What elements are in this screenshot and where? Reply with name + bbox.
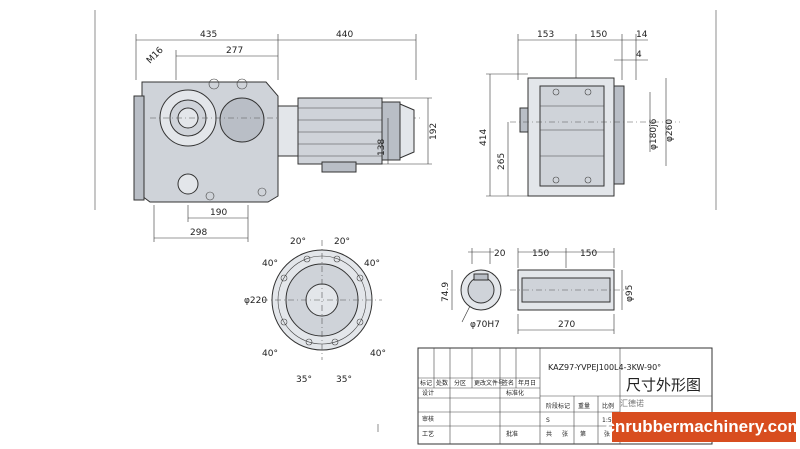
shaft-keyway	[473, 273, 489, 281]
tb-cell: 处数	[436, 379, 448, 387]
angle-label: 40°	[370, 349, 386, 359]
tb-cell: 标记	[420, 379, 432, 387]
tb-cell: 更改文件号	[474, 379, 504, 387]
dim-14: 14	[636, 30, 648, 40]
tb-cell: 阶段标记	[546, 402, 570, 410]
tb-cell: 共	[546, 430, 552, 438]
dim-phi180: φ180j6	[649, 118, 659, 150]
dim-phi70h7: φ70H7	[470, 320, 500, 330]
angle-label: 35°	[296, 375, 312, 385]
bolt-head	[584, 176, 592, 184]
mount-flange-left	[133, 95, 145, 201]
bolt-hole	[280, 318, 288, 326]
dim-4: 4	[636, 50, 642, 60]
thread-label: M16	[145, 45, 166, 66]
bolt-head	[236, 78, 248, 90]
dim-298: 298	[190, 228, 207, 238]
tb-cell: 重量	[578, 402, 590, 410]
bolt-hole	[333, 255, 341, 263]
dim-150-b: 150	[580, 249, 597, 259]
tb-cell: 张	[604, 430, 610, 438]
front-view: 435 440 277 M16 192 138	[133, 30, 439, 242]
flange-view: 20° 20° 40° 40° 40° 40° 35° 35° φ220	[244, 237, 386, 385]
tb-cell: 工艺	[422, 430, 434, 438]
bolt-head	[552, 176, 560, 184]
tb-cell: 批准	[506, 430, 518, 438]
dim-150-a: 150	[532, 249, 549, 259]
shaft-bore	[467, 276, 495, 304]
title-block: 标记 处数 分区 更改文件号 签名 年月日 设计 标准化 阶段标记 重量 比例 …	[417, 347, 713, 445]
tb-cell: 标准化	[506, 389, 524, 397]
bolt-hole	[280, 274, 288, 282]
dim-270: 270	[558, 320, 575, 330]
tb-cell: 1:5	[602, 417, 612, 424]
tb-cell: 张	[562, 430, 568, 438]
angle-label: 35°	[336, 375, 352, 385]
terminal-box	[321, 161, 357, 173]
bolt-head	[205, 191, 215, 201]
shaft-view: 20 74.9 φ70H7	[441, 248, 506, 330]
brand-watermark: cnrubbermachinery.com	[605, 412, 800, 442]
brand-text: cnrubbermachinery.com	[605, 417, 800, 436]
bolt-hole	[356, 318, 364, 326]
side-housing-inner	[539, 85, 605, 187]
gear-cover	[219, 97, 265, 143]
dim-phi95: φ95	[625, 285, 635, 302]
title-model: KAZ97-YVPEJ100L4-3KW-90°	[548, 363, 661, 372]
dim-190: 190	[210, 208, 227, 218]
bolt-head	[257, 187, 267, 197]
tb-cell: 审核	[422, 415, 434, 423]
side-shaft-stub	[519, 107, 529, 133]
bolt-hole	[303, 255, 311, 263]
bolt-head	[584, 88, 592, 96]
bolt-head	[552, 88, 560, 96]
angle-label: 20°	[290, 237, 306, 247]
dim-150: 150	[590, 30, 607, 40]
lower-boss	[177, 173, 199, 195]
angle-label: 20°	[334, 237, 350, 247]
dim-440: 440	[336, 30, 353, 40]
flange-diameter: φ220	[244, 296, 267, 306]
tb-cell: 签名	[502, 379, 514, 387]
dim-192: 192	[429, 123, 439, 140]
bolt-hole	[305, 338, 313, 346]
dim-277: 277	[226, 46, 243, 56]
dim-414: 414	[479, 129, 489, 146]
dim-20: 20	[494, 249, 506, 259]
bolt-head	[208, 78, 220, 90]
tb-cell: 设计	[422, 389, 434, 397]
tb-cell: 比例	[602, 402, 614, 410]
dim-74-9: 74.9	[441, 282, 451, 302]
hollow-shaft-view: 150 150 φ95 270	[510, 248, 635, 334]
tb-cell: 年月日	[518, 379, 536, 387]
dim-265: 265	[497, 153, 507, 170]
title-name: 尺寸外形图	[626, 376, 701, 394]
side-view: 153 150 14 4 414 265 φ180j6 φ260	[479, 30, 680, 197]
dim-153: 153	[537, 30, 554, 40]
tb-cell: 第	[580, 430, 586, 438]
dim-phi260: φ260	[665, 119, 675, 142]
wechat-label: 汇德诺	[620, 399, 644, 408]
bolt-hole	[356, 274, 364, 282]
motor-adapter	[277, 105, 299, 157]
dim-435: 435	[200, 30, 217, 40]
leader-line	[461, 305, 471, 323]
angle-label: 40°	[262, 349, 278, 359]
tb-cell: 分区	[454, 379, 466, 387]
angle-label: 40°	[364, 259, 380, 269]
angle-label: 40°	[262, 259, 278, 269]
dim-138: 138	[377, 139, 387, 156]
tb-cell: S	[546, 417, 550, 424]
bolt-hole	[331, 338, 339, 346]
motor-fan-cover	[399, 103, 415, 159]
side-output-flange	[613, 85, 625, 185]
